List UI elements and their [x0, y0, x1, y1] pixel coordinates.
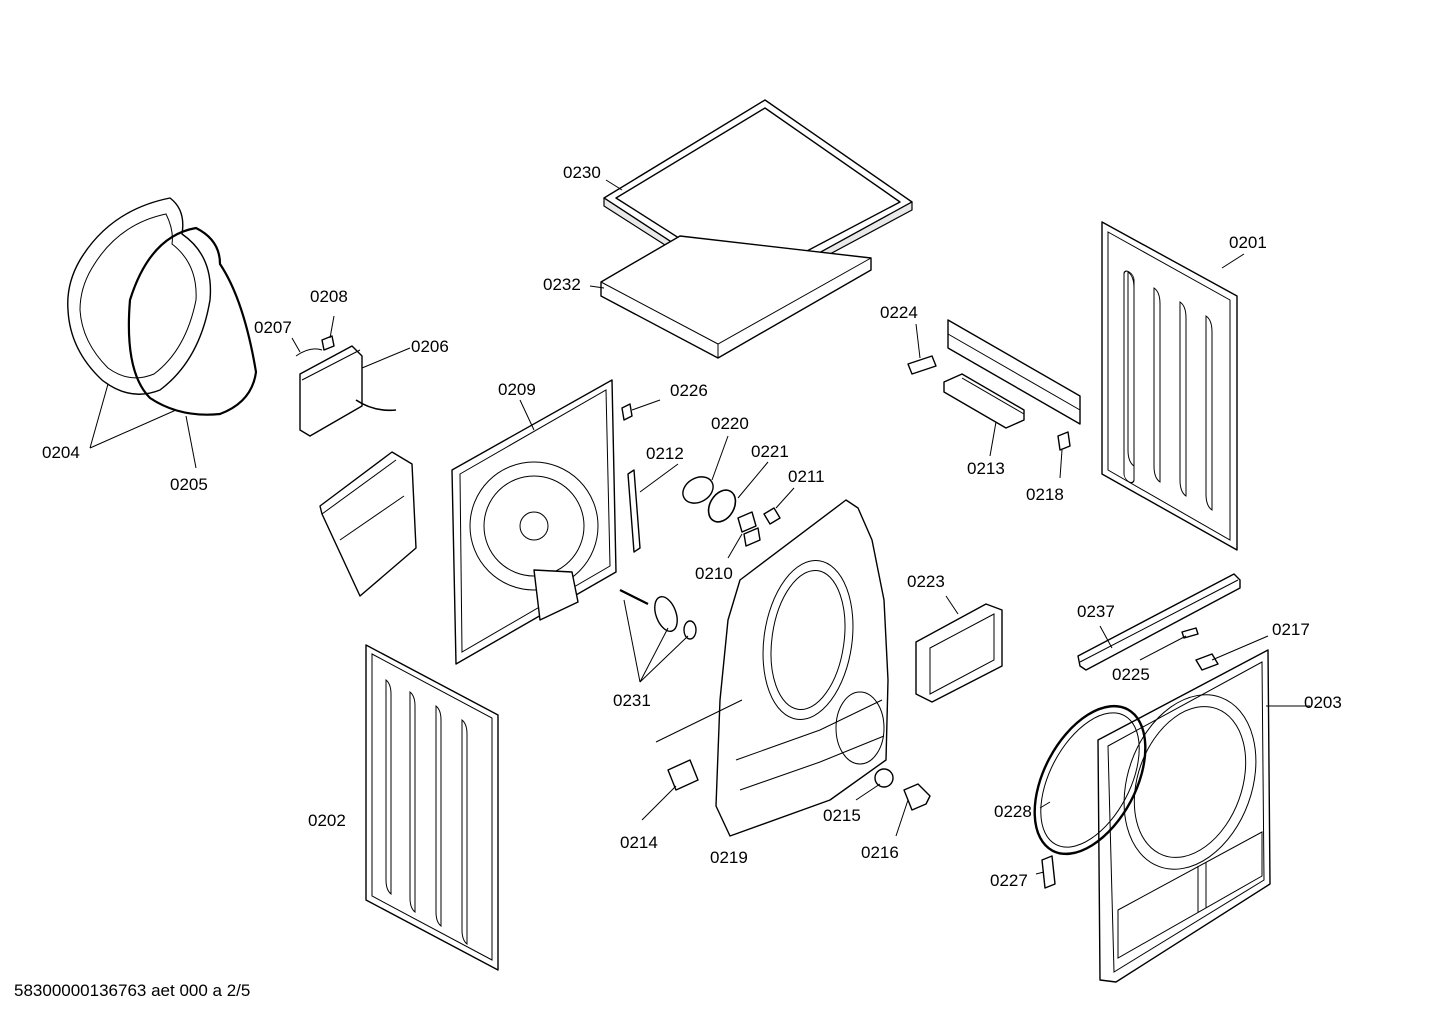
part-0217-latch — [1195, 653, 1219, 671]
part-0207-wire — [295, 348, 323, 357]
part-control-board — [947, 319, 1081, 425]
part-0213-connector-strip — [943, 373, 1025, 429]
callout-0231: 0231 — [613, 691, 651, 710]
part-0212-bracket — [627, 469, 641, 553]
callout-0225: 0225 — [1112, 665, 1150, 684]
part-0216-plug — [903, 783, 931, 811]
part-0214-thermostat — [667, 759, 699, 791]
callout-0219: 0219 — [710, 848, 748, 867]
callout-0227: 0227 — [990, 871, 1028, 890]
part-0210-fitting — [737, 511, 761, 547]
part-0231-pulley-set — [619, 589, 697, 640]
part-0219-bearing-shield — [715, 499, 889, 837]
part-0203-front-panel — [1097, 649, 1271, 983]
callout-0203: 0203 — [1304, 693, 1342, 712]
document-footer-code: 58300000136763 aet 000 a 2/5 — [14, 981, 251, 1000]
callout-0216: 0216 — [861, 843, 899, 862]
part-0227-bracket — [1041, 855, 1056, 889]
callout-0212: 0212 — [646, 444, 684, 463]
part-0211-fitting — [763, 507, 781, 525]
callout-0209: 0209 — [498, 380, 536, 399]
part-0205-seal — [127, 226, 258, 416]
part-0228-front-gasket — [1033, 704, 1147, 856]
callout-0214: 0214 — [620, 833, 658, 852]
callout-0221: 0221 — [751, 442, 789, 461]
part-0225-clip — [1181, 627, 1199, 639]
callout-0201: 0201 — [1229, 233, 1267, 252]
part-0204-rear-shield — [67, 197, 212, 395]
callout-labels: 0201 0202 0203 0204 0205 0206 0207 0208 … — [42, 163, 1342, 890]
callout-0218: 0218 — [1026, 485, 1064, 504]
callout-0230: 0230 — [563, 163, 601, 182]
callout-0208: 0208 — [310, 287, 348, 306]
callout-0207: 0207 — [254, 318, 292, 337]
callout-0211: 0211 — [788, 467, 825, 486]
part-0206-pump-housing — [299, 345, 363, 437]
part-0208-clip — [321, 335, 335, 351]
callout-0213: 0213 — [967, 459, 1005, 478]
part-0218-clip — [1057, 431, 1071, 451]
part-0220-pump-head — [682, 476, 714, 504]
callout-0226: 0226 — [670, 381, 708, 400]
callout-0206: 0206 — [411, 337, 449, 356]
part-0232-insulation-plate — [600, 235, 872, 359]
part-0223-filter — [915, 603, 1003, 703]
part-0202-left-side-panel — [365, 644, 499, 971]
part-0226-clip — [621, 403, 633, 421]
part-0221-seal-ring — [707, 489, 737, 523]
callout-0232: 0232 — [543, 275, 581, 294]
part-0224-bracket — [907, 355, 937, 375]
callout-0224: 0224 — [880, 303, 918, 322]
callout-0223: 0223 — [907, 572, 945, 591]
callout-0217: 0217 — [1272, 620, 1310, 639]
callout-0220: 0220 — [711, 414, 749, 433]
callout-0202: 0202 — [308, 811, 346, 830]
callout-0205: 0205 — [170, 475, 208, 494]
callout-0237: 0237 — [1077, 602, 1115, 621]
callout-0228: 0228 — [994, 802, 1032, 821]
part-air-duct — [319, 451, 417, 597]
part-0209-rear-wall — [451, 379, 617, 665]
part-cable-bundle — [355, 399, 397, 412]
part-0201-right-side-panel — [1101, 221, 1238, 551]
callout-0210: 0210 — [695, 564, 733, 583]
part-0237-front-rail — [1077, 573, 1241, 671]
callout-0215: 0215 — [823, 806, 861, 825]
part-0215-cap — [874, 768, 894, 788]
callout-0204: 0204 — [42, 443, 80, 462]
leader-lines — [89, 179, 1310, 875]
